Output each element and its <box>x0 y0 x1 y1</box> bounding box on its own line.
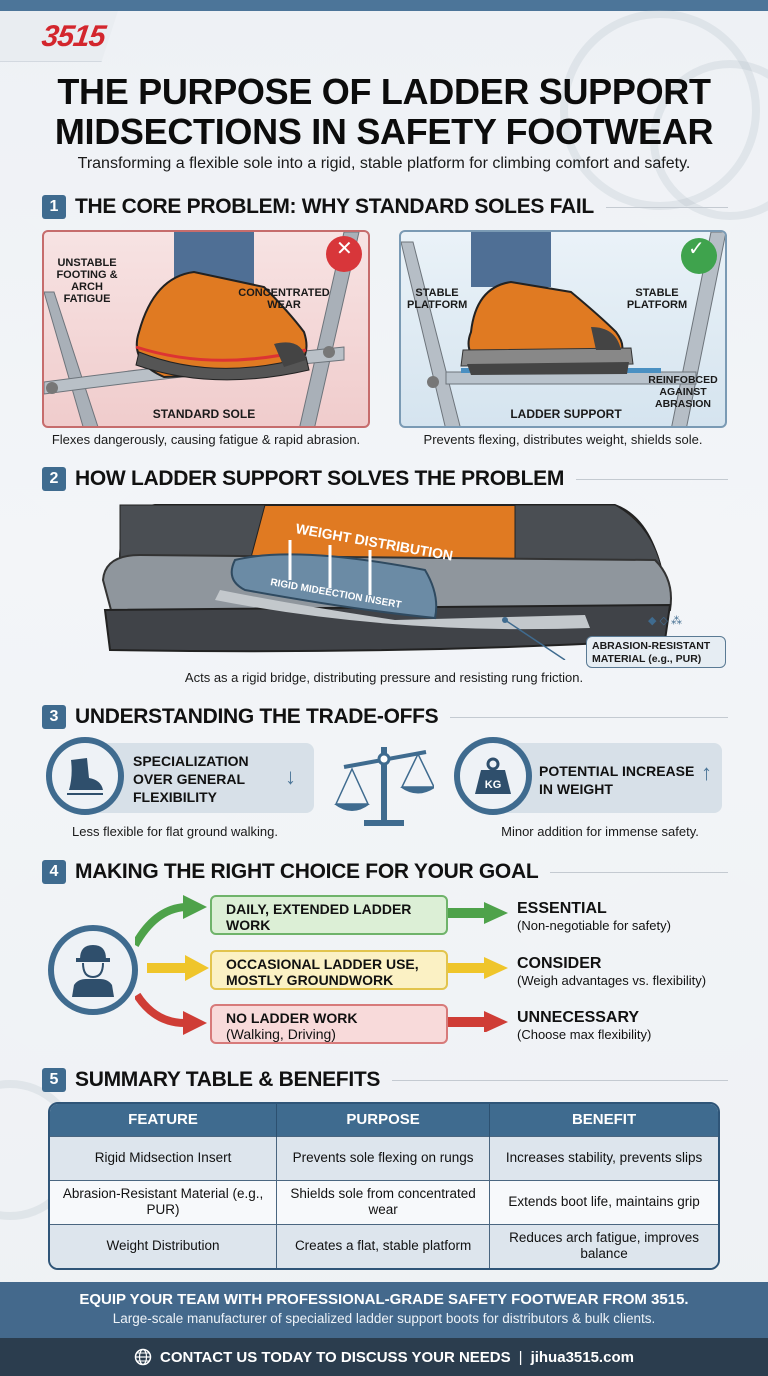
table-cell: Reduces arch fatigue, improves balance <box>489 1223 718 1268</box>
svg-text:KG: KG <box>485 779 502 791</box>
tradeoff-flexibility-text: SPECIALIZATION OVER GENERAL FLEXIBILITY <box>133 753 249 805</box>
table-cell: Creates a flat, stable platform <box>276 1223 491 1268</box>
section-title: MAKING THE RIGHT CHOICE FOR YOUR GOAL <box>75 860 539 883</box>
website-link[interactable]: jihua3515.com <box>530 1348 634 1366</box>
standard-sole-panel: ✕ UNSTABLE FOOTING & ARCH FATIGUE CONCEN… <box>42 230 370 428</box>
section-2-caption: Acts as a rigid bridge, distributing pre… <box>184 670 584 685</box>
table-cell: Rigid Midsection Insert <box>50 1135 278 1180</box>
choice-daily-ladder-work[interactable]: DAILY, EXTENDED LADDER WORK <box>210 895 448 935</box>
label-unstable-footing: UNSTABLE FOOTING & ARCH FATIGUE <box>56 257 118 305</box>
divider <box>576 478 728 480</box>
table-cell: Extends boot life, maintains grip <box>489 1179 718 1224</box>
summary-table: FEATURE PURPOSE BENEFIT Rigid Midsection… <box>48 1102 720 1270</box>
divider <box>550 871 728 873</box>
balance-scale-icon <box>334 747 434 826</box>
boot-icon <box>46 737 124 815</box>
worker-hardhat-icon <box>48 925 138 1015</box>
section-2-heading: 2 HOW LADDER SUPPORT SOLVES THE PROBLEM <box>42 467 728 491</box>
section-number: 3 <box>42 705 66 729</box>
result-unnecessary: UNNECESSARY(Choose max flexibility) <box>517 1009 652 1042</box>
table-row: Weight Distribution Creates a flat, stab… <box>50 1223 718 1268</box>
divider <box>450 716 728 718</box>
check-circle-icon: ✓ <box>688 238 705 260</box>
tradeoff-weight-caption: Minor addition for immense safety. <box>501 824 699 839</box>
title-line-2: MIDSECTIONS IN SAFETY FOOTWEAR <box>54 111 714 152</box>
label-concentrated-wear: CONCENTRATED WEAR <box>238 287 330 311</box>
table-header-row: FEATURE PURPOSE BENEFIT <box>50 1104 718 1136</box>
label-reinforced: REINFOBCED AGAINST ABRASION <box>648 374 718 410</box>
footer-subtext: Large-scale manufacturer of specialized … <box>112 1311 656 1326</box>
logo-tab <box>0 11 118 62</box>
divider <box>392 1079 728 1081</box>
label-ladder-support: LADDER SUPPORT <box>510 407 622 421</box>
page-subtitle: Transforming a flexible sole into a rigi… <box>77 155 691 172</box>
page-title: THE PURPOSE OF LADDER SUPPORT MIDSECTION… <box>0 72 768 152</box>
label-stable-platform-right: STABLE PLATFORM <box>626 287 688 311</box>
kg-weight-icon: KG <box>454 737 532 815</box>
arrow-up-icon: ↑ <box>701 760 712 785</box>
tradeoff-weight-text: POTENTIAL INCREASE IN WEIGHT <box>539 763 695 797</box>
tradeoff-flexibility-caption: Less flexible for flat ground walking. <box>72 824 278 839</box>
standard-sole-boot-illustration <box>44 232 362 426</box>
contact-cta[interactable]: CONTACT US TODAY TO DISCUSS YOUR NEEDS <box>160 1348 511 1366</box>
section-title: HOW LADDER SUPPORT SOLVES THE PROBLEM <box>75 467 565 490</box>
table-cell: Prevents sole flexing on rungs <box>276 1135 491 1180</box>
section-1-heading: 1 THE CORE PROBLEM: WHY STANDARD SOLES F… <box>42 195 728 219</box>
section-number: 2 <box>42 467 66 491</box>
result-arrows <box>448 902 508 1032</box>
section-number: 5 <box>42 1068 66 1092</box>
shield-badges-icon: ◆ ◇ ⁂ <box>648 615 683 627</box>
abrasion-material-callout: ABRASION-RESISTANT MATERIAL (e.g., PUR) <box>586 636 726 668</box>
table-cell: Shields sole from concentrated wear <box>276 1179 491 1224</box>
result-consider: CONSIDER(Weigh advantages vs. flexibilit… <box>517 955 707 988</box>
ladder-support-panel: ✓ STABLE PLATFORM STABLE PLATFORM REINFO… <box>399 230 727 428</box>
table-cell: Increases stability, prevents slips <box>489 1135 718 1180</box>
choice-no-ladder-work[interactable]: NO LADDER WORK(Walking, Driving) <box>210 1004 448 1044</box>
title-line-1: THE PURPOSE OF LADDER SUPPORT <box>57 71 711 112</box>
ladder-support-boot-illustration <box>401 232 725 426</box>
label-standard-sole: STANDARD SOLE <box>152 407 256 421</box>
result-essential: ESSENTIAL(Non-negotiable for safety) <box>517 900 671 933</box>
globe-icon <box>134 1348 152 1366</box>
section-4-heading: 4 MAKING THE RIGHT CHOICE FOR YOUR GOAL <box>42 860 728 884</box>
table-row: Rigid Midsection Insert Prevents sole fl… <box>50 1135 718 1180</box>
divider <box>605 206 728 208</box>
footer-banner: EQUIP YOUR TEAM WITH PROFESSIONAL-GRADE … <box>0 1282 768 1338</box>
brand-logo[interactable]: 3515 <box>39 20 108 53</box>
table-cell: Weight Distribution <box>50 1223 278 1268</box>
label-stable-platform-left: STABLE PLATFORM <box>407 287 468 311</box>
contact-bar: CONTACT US TODAY TO DISCUSS YOUR NEEDS |… <box>0 1338 768 1376</box>
column-header-purpose: PURPOSE <box>276 1104 491 1136</box>
table-cell: Abrasion-Resistant Material (e.g., PUR) <box>50 1179 278 1224</box>
footer-headline: EQUIP YOUR TEAM WITH PROFESSIONAL-GRADE … <box>79 1291 689 1308</box>
section-number: 1 <box>42 195 66 219</box>
separator: | <box>518 1348 523 1366</box>
section-5-heading: 5 SUMMARY TABLE & BENEFITS <box>42 1068 728 1092</box>
section-title: THE CORE PROBLEM: WHY STANDARD SOLES FAI… <box>75 195 594 218</box>
arrow-down-icon: ↓ <box>285 764 296 789</box>
table-row: Abrasion-Resistant Material (e.g., PUR) … <box>50 1179 718 1224</box>
column-header-benefit: BENEFIT <box>489 1104 718 1136</box>
top-accent-bar <box>0 0 768 11</box>
standard-sole-caption: Flexes dangerously, causing fatigue & ra… <box>51 432 361 447</box>
section-3-heading: 3 UNDERSTANDING THE TRADE-OFFS <box>42 705 728 729</box>
ladder-support-caption: Prevents flexing, distributes weight, sh… <box>423 432 703 447</box>
choice-branch-arrows <box>135 895 209 1035</box>
section-title: UNDERSTANDING THE TRADE-OFFS <box>75 705 439 728</box>
section-number: 4 <box>42 860 66 884</box>
section-title: SUMMARY TABLE & BENEFITS <box>75 1068 381 1091</box>
x-circle-icon: ✕ <box>336 238 353 260</box>
gear-decoration-icon <box>650 60 768 220</box>
choice-occasional-ladder-use[interactable]: OCCASIONAL LADDER USE, MOSTLY GROUNDWORK <box>210 950 448 990</box>
column-header-feature: FEATURE <box>50 1104 278 1136</box>
